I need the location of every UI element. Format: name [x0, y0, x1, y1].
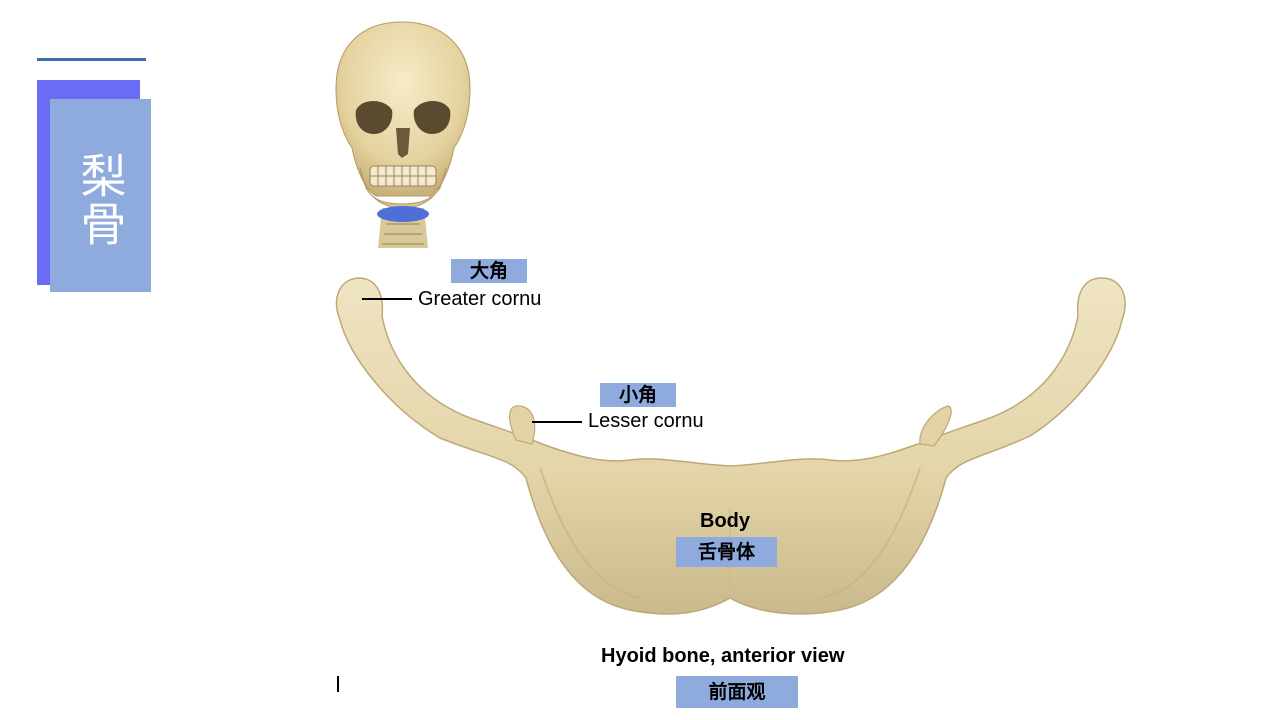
skull-illustration	[335, 21, 471, 248]
slide-title: 梨骨	[73, 152, 128, 248]
figure-caption-en: Hyoid bone, anterior view	[601, 645, 845, 667]
body-en-label: Body	[700, 510, 750, 532]
title-panel	[50, 99, 151, 292]
greater-cornu-cn-label: 大角	[451, 259, 527, 283]
greater-cornu-en-label: Greater cornu	[418, 288, 542, 310]
hyoid-bone-illustration	[335, 277, 1126, 615]
text-cursor-mark	[337, 676, 339, 692]
lesser-cornu-cn-label: 小角	[600, 383, 676, 407]
title-rule	[37, 58, 146, 61]
figure-caption-cn: 前面观	[676, 676, 798, 708]
greater-cornu-leader-line	[362, 298, 412, 300]
body-cn-label: 舌骨体	[676, 537, 777, 567]
lesser-cornu-leader-line	[532, 421, 582, 423]
lesser-cornu-en-label: Lesser cornu	[588, 410, 704, 432]
